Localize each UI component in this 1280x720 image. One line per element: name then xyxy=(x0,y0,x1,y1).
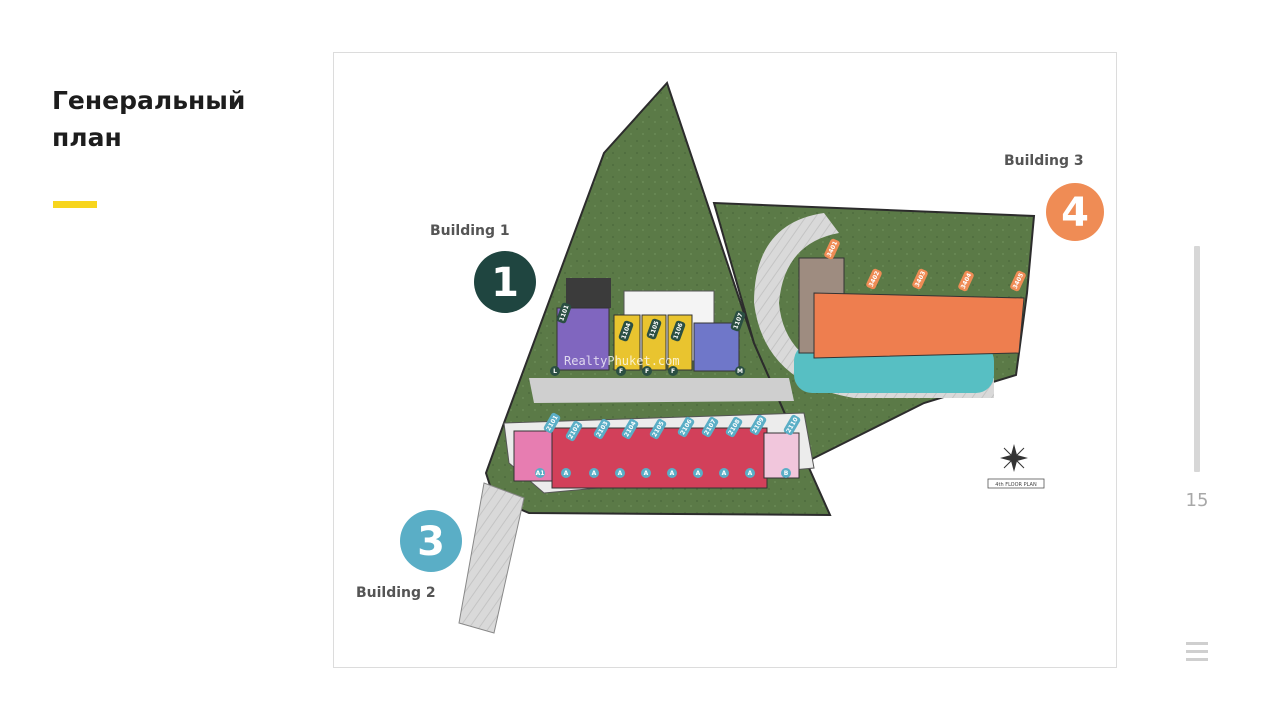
svg-text:A1: A1 xyxy=(536,470,545,477)
driveway xyxy=(529,378,794,403)
building1-dark-top xyxy=(566,278,611,308)
building2-units-red xyxy=(551,427,768,489)
svg-text:B: B xyxy=(784,470,789,477)
svg-text:A: A xyxy=(670,470,675,477)
building2-unit-light xyxy=(763,432,800,479)
building2-markers: A1 A A A A A A A A B xyxy=(535,468,791,478)
building2-badge: 3 xyxy=(400,510,462,572)
entry-walkway xyxy=(458,482,525,634)
svg-text:A: A xyxy=(564,470,569,477)
svg-text:1: 1 xyxy=(491,260,519,306)
svg-text:4: 4 xyxy=(1061,190,1089,236)
svg-text:F: F xyxy=(671,368,675,375)
svg-text:F: F xyxy=(619,368,623,375)
svg-text:A: A xyxy=(722,470,727,477)
building1-markers: L F F F M xyxy=(550,366,745,376)
master-plan-image: 1101 1104 1105 1106 1107 L F F F M 2101 … xyxy=(333,52,1117,668)
building3-units-orange xyxy=(813,292,1025,359)
svg-text:M: M xyxy=(737,368,743,375)
building1-badge: 1 xyxy=(474,251,536,313)
master-plan-drawing: 1101 1104 1105 1106 1107 L F F F M 2101 … xyxy=(356,81,1104,634)
building3-badge: 4 xyxy=(1046,183,1104,241)
building2-unit-pink xyxy=(513,430,553,482)
svg-text:A: A xyxy=(644,470,649,477)
svg-text:A: A xyxy=(592,470,597,477)
watermark-text: RealtyPhuket.com xyxy=(564,354,680,368)
building2-label: Building 2 xyxy=(356,585,436,601)
building1-unit-blue xyxy=(693,322,740,372)
svg-text:A: A xyxy=(618,470,623,477)
floor-plan-label-box xyxy=(987,478,1045,489)
hamburger-menu-icon[interactable] xyxy=(1186,642,1208,662)
svg-text:3: 3 xyxy=(417,519,445,565)
floor-plan-label: 4th FLOOR PLAN xyxy=(995,482,1037,488)
page-title: Генеральный план xyxy=(52,86,246,152)
svg-text:L: L xyxy=(553,368,557,375)
vertical-scrollbar[interactable] xyxy=(1194,246,1200,472)
building1-unit-tags: 1101 1104 1105 1106 1107 xyxy=(556,302,746,342)
building1-unit-yellow-b xyxy=(641,314,667,371)
svg-text:F: F xyxy=(645,368,649,375)
building2-unit-tags: 2101 2102 2103 2104 2105 2106 2107 2108 … xyxy=(543,412,801,442)
page-number: 15 xyxy=(1185,490,1209,511)
building1-label: Building 1 xyxy=(430,223,510,239)
compass-rose-icon xyxy=(1000,444,1028,472)
svg-text:A: A xyxy=(696,470,701,477)
building1-unit-yellow-a xyxy=(613,314,641,371)
svg-text:A: A xyxy=(748,470,753,477)
title-accent-bar xyxy=(53,201,97,208)
building3-label: Building 3 xyxy=(1004,153,1084,169)
